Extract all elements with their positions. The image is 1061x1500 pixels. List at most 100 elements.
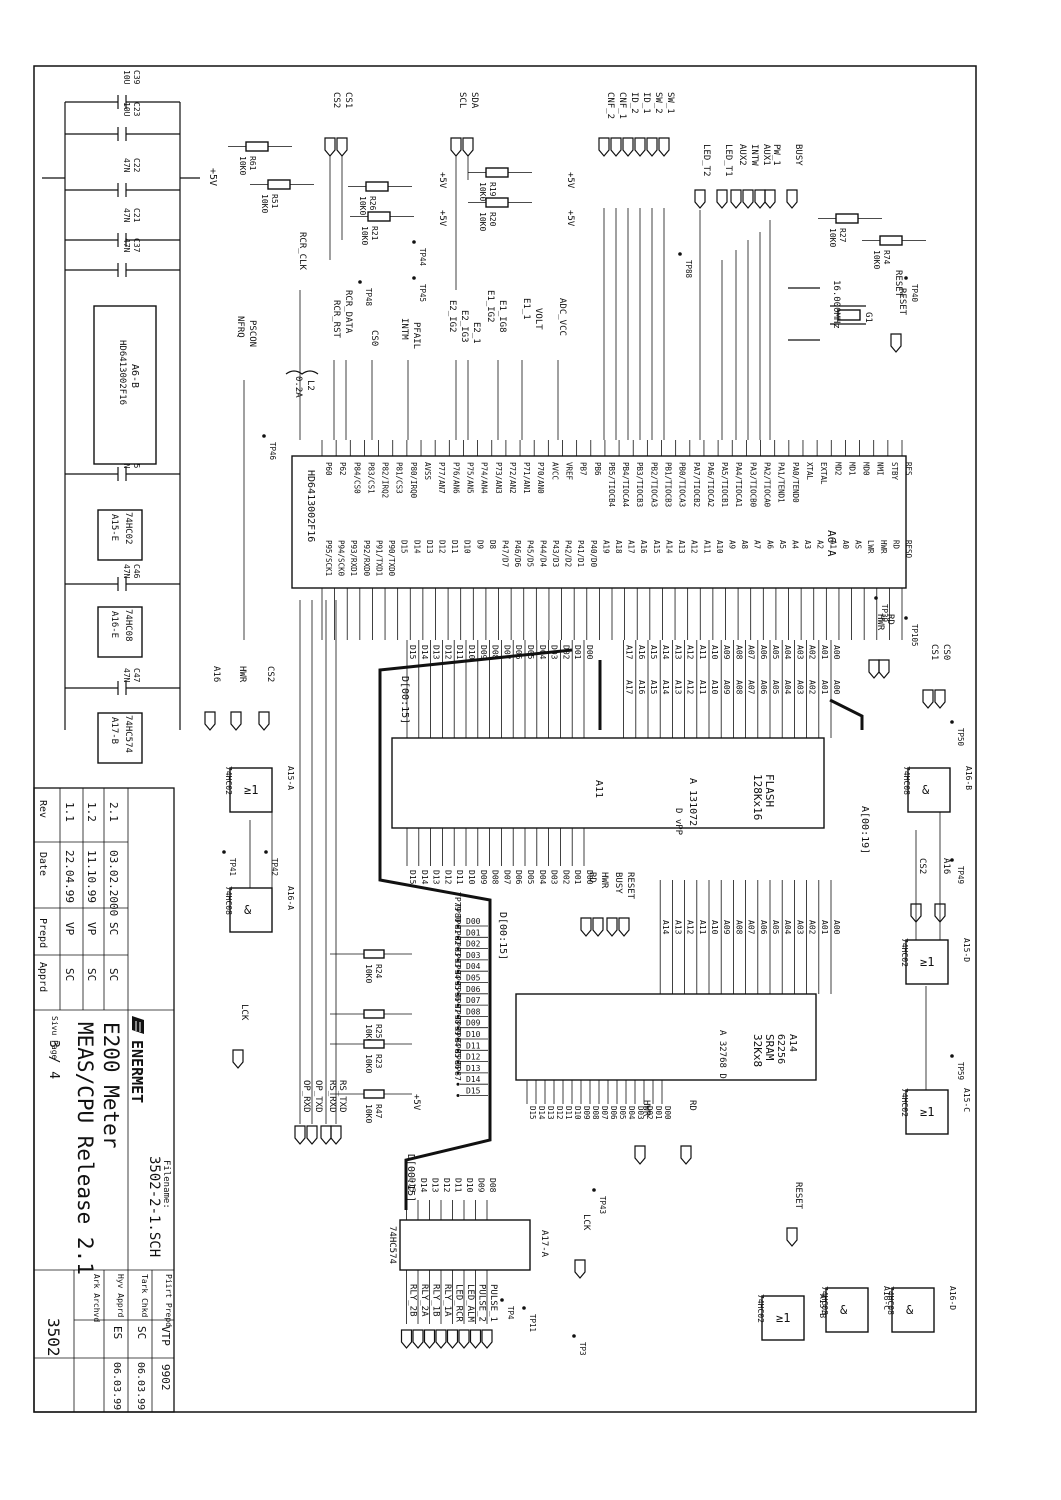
data-line: D13 <box>431 1178 440 1193</box>
top-port: LED_T1 <box>716 144 733 209</box>
cpu-pin: AS <box>854 540 863 550</box>
cpu-pin: PA0/TEND0 <box>791 462 800 503</box>
resistor-value: 10K0 <box>364 964 373 983</box>
address-line: A03 <box>795 645 804 660</box>
supply-label: +5V <box>207 168 218 186</box>
cpu-pin: P80/IRQ0 <box>409 462 418 499</box>
test-point: TP44 <box>418 248 427 267</box>
cpu-pin: AVCC <box>550 462 559 480</box>
top-port: CS1 <box>336 92 353 157</box>
resistor-value: 10K0 <box>360 226 369 245</box>
data-line: D10 <box>467 870 476 885</box>
test-point: TP99 <box>453 1016 462 1035</box>
control-port: CS2 <box>910 858 927 923</box>
gate-symbol: & <box>922 783 930 797</box>
cpu-pin: D15 <box>400 540 409 554</box>
test-point: TP81 <box>453 915 462 934</box>
cpu-pin: P46/D6 <box>513 540 522 568</box>
data-line: D03 <box>550 870 559 885</box>
control-port: LCK <box>574 1214 591 1279</box>
data-line: D09 <box>479 870 488 885</box>
data-line: D03 <box>550 645 559 660</box>
top-port: SW_1 <box>658 92 675 157</box>
control-port: RESET <box>786 1182 803 1247</box>
date-header: Date <box>37 852 48 876</box>
cpu-pin: P75/AN5 <box>465 462 474 494</box>
address-line: A05 <box>771 645 780 660</box>
serial-port: RS_RXD <box>320 1080 337 1145</box>
test-point: TP11 <box>528 1314 537 1332</box>
data-line: D14 <box>420 870 429 885</box>
signoff-role: Hyv Apprd <box>116 1274 125 1318</box>
data-line: D13 <box>432 645 441 660</box>
port-label: CS0 <box>941 644 951 660</box>
test-point: TP45 <box>418 284 427 302</box>
test-point: TP93 <box>453 949 462 968</box>
signoff-name: SC <box>135 1326 148 1339</box>
cpu-pin: STBY <box>890 462 899 481</box>
flash-part: A 131072 <box>687 778 698 826</box>
apprd-header: Apprd <box>37 962 48 992</box>
address-line: A03 <box>795 920 804 935</box>
title-line2: MEAS/CPU Release 2.1 <box>73 1022 97 1275</box>
resistor-ref: R19 <box>488 182 497 197</box>
address-line: A07 <box>747 920 756 935</box>
signal-label: E1_1 <box>521 298 531 320</box>
cpu-pin: P90/TXD0 <box>387 540 396 577</box>
cpu-pin: PB5/TIOCB4 <box>607 462 616 508</box>
address-line: A05 <box>771 680 780 695</box>
data-line: D08 <box>491 645 500 660</box>
chip-ref: A17-B <box>109 717 119 744</box>
data-line: D10 <box>467 645 476 660</box>
signal-label: RCR_RST <box>331 300 341 339</box>
cpu-pin: MD2 <box>833 462 842 476</box>
cap-ref: C23 <box>132 102 141 117</box>
sheet-label: Sivu Page <box>50 1016 59 1060</box>
cap-ref: C21 <box>132 208 141 223</box>
cpu-pin: P47/D7 <box>501 540 510 567</box>
data-line: D11 <box>455 870 464 885</box>
test-point: TP39 <box>880 604 889 622</box>
chip-part: HD6413002F16 <box>117 340 127 405</box>
output-port: RLY_2B <box>400 1284 418 1349</box>
gate-symbol: ≥1 <box>920 955 934 969</box>
test-point-dot <box>412 276 416 280</box>
gate-ref: A16-C <box>882 1286 891 1310</box>
address-line: A10 <box>710 645 719 660</box>
address-line: A10 <box>710 680 719 695</box>
control-port: CS1 <box>922 644 939 709</box>
data-line: D05 <box>526 870 535 885</box>
resistor-ref: R61 <box>248 156 257 171</box>
cpu-pin: PB6 <box>593 462 602 476</box>
gate-ref: A15-A <box>286 766 295 790</box>
cap-ref: C39 <box>132 70 141 85</box>
outputs: PULSE_1PULSE_2LED_ALMLED_RCRRLY_1ARLY_1B… <box>400 1270 498 1349</box>
resistor-value: 10K0 <box>364 1024 373 1043</box>
control-port: LCK <box>232 1004 249 1069</box>
port-label: CS2 <box>265 666 275 682</box>
test-point: TP83 <box>453 937 462 956</box>
test-point-dot <box>522 1306 526 1310</box>
cpu-pin: A8 <box>740 540 749 550</box>
data-line: D01 <box>573 645 582 660</box>
address-line: A01 <box>820 680 829 695</box>
test-point: TP43 <box>598 1196 607 1214</box>
title-line1: E200 Meter <box>99 1022 123 1148</box>
signoff-role: Piirt Prepd <box>164 1274 173 1327</box>
bus-label: A[00:19] <box>859 806 870 854</box>
port-label: AUX1 <box>761 144 771 166</box>
address-line: A13 <box>673 645 682 660</box>
data-line: D02 <box>561 870 570 885</box>
cpu-pin: P93/RXD1 <box>349 540 358 576</box>
data-line: D15 <box>408 870 417 885</box>
test-point: TP98 <box>453 1005 462 1024</box>
rev-date: 11.10.99 <box>85 850 98 903</box>
signal-label: INTM <box>399 318 409 340</box>
